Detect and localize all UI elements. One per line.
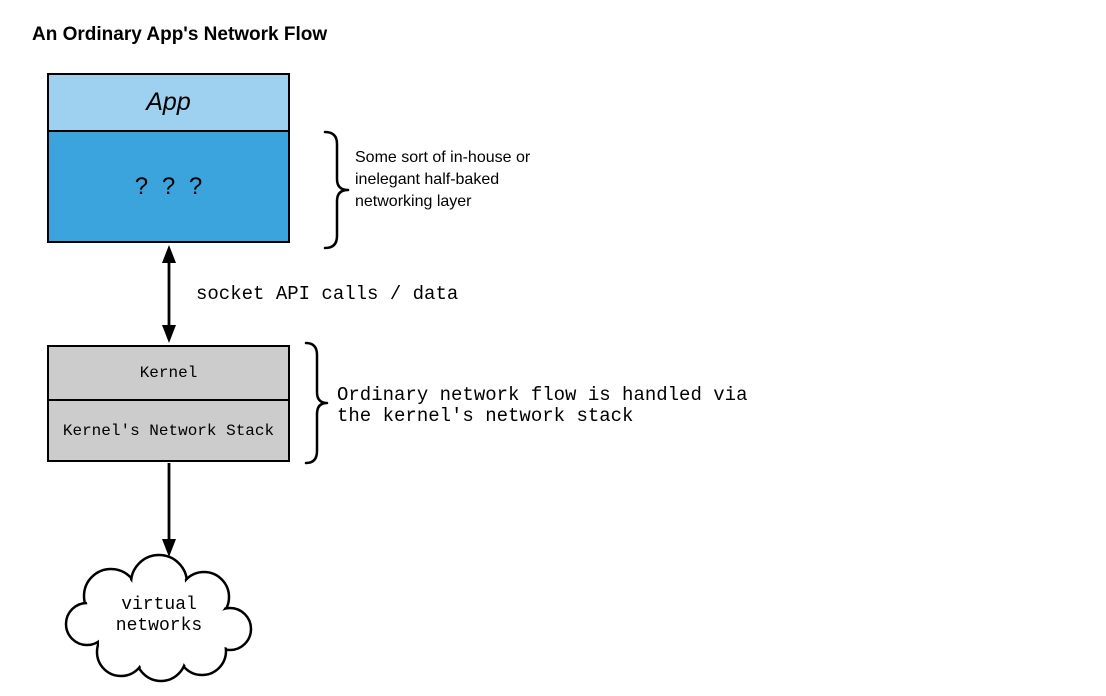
- app-box: App: [49, 75, 288, 132]
- kernel-stack-box: Kernel Kernel's Network Stack: [47, 345, 290, 462]
- layer-note-line: Some sort of in-house or: [355, 149, 531, 166]
- kernel-network-stack-box: Kernel's Network Stack: [49, 401, 288, 460]
- kernel-note: Ordinary network flow is handled via the…: [337, 385, 747, 427]
- diagram-title: An Ordinary App's Network Flow: [32, 24, 328, 45]
- kernel-label: Kernel: [139, 364, 198, 382]
- app-label: App: [146, 88, 191, 116]
- cloud-icon: [64, 553, 253, 683]
- layer-note-line: inelegant half-baked: [355, 171, 500, 188]
- kernel-box: Kernel: [49, 347, 288, 401]
- down-arrow-icon: [162, 463, 176, 557]
- app-stack-box: App ? ? ?: [47, 73, 290, 243]
- layer-note: Some sort of in-house or inelegant half-…: [355, 147, 530, 213]
- cloud-label-line: networks: [115, 616, 203, 636]
- mystery-layer-label: ? ? ?: [134, 172, 203, 200]
- double-arrow-icon: [162, 245, 176, 343]
- socket-arrow-label: socket API calls / data: [196, 283, 459, 305]
- cloud-label: virtual networks: [64, 595, 254, 637]
- layer-note-line: networking layer: [355, 193, 472, 210]
- kernel-network-stack-label: Kernel's Network Stack: [62, 421, 275, 440]
- kernel-note-line: Ordinary network flow is handled via: [337, 384, 748, 406]
- brace-icon: [304, 341, 329, 465]
- mystery-networking-layer-box: ? ? ?: [49, 132, 288, 241]
- brace-icon: [323, 130, 350, 250]
- cloud-label-line: virtual: [121, 595, 197, 615]
- kernel-note-line: the kernel's network stack: [337, 405, 634, 427]
